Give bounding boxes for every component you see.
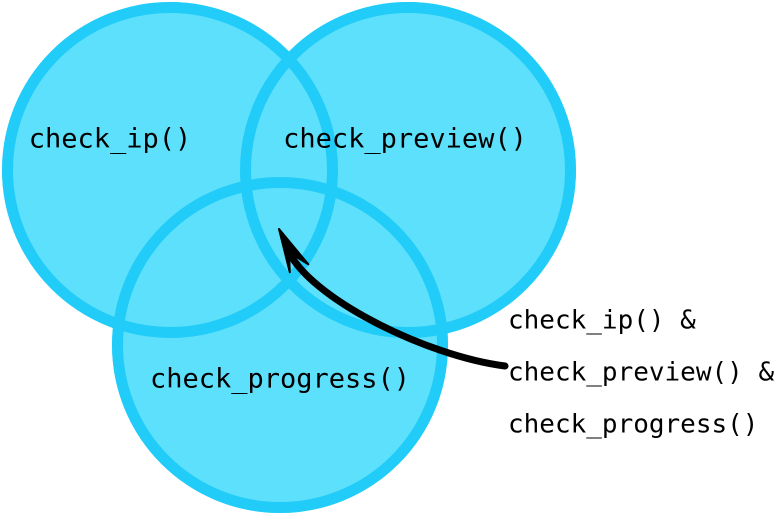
set-stroke-check-preview[interactable] [240,2,576,338]
set-label-check-preview: check_preview() [283,124,527,155]
annotation-line-2: check_preview() & [508,358,774,388]
annotation-line-1: check_ip() & [508,306,696,336]
set-fill-check-progress [112,177,448,513]
callout-arrow-group [278,228,509,370]
circle-fills [2,2,576,513]
set-label-check-ip: check_ip() [29,124,192,155]
set-label-check-progress: check_progress() [150,364,410,395]
callout-arrowhead-icon [278,228,310,274]
set-stroke-check-ip[interactable] [2,2,338,338]
annotation-text-block: check_ip() & check_preview() & check_pro… [508,306,774,440]
set-labels: check_ip() check_preview() check_progres… [29,124,527,395]
circle-strokes [2,2,576,513]
annotation-line-3: check_progress() [508,410,758,440]
set-stroke-check-progress[interactable] [112,177,448,513]
callout-arrow-line [284,246,509,370]
